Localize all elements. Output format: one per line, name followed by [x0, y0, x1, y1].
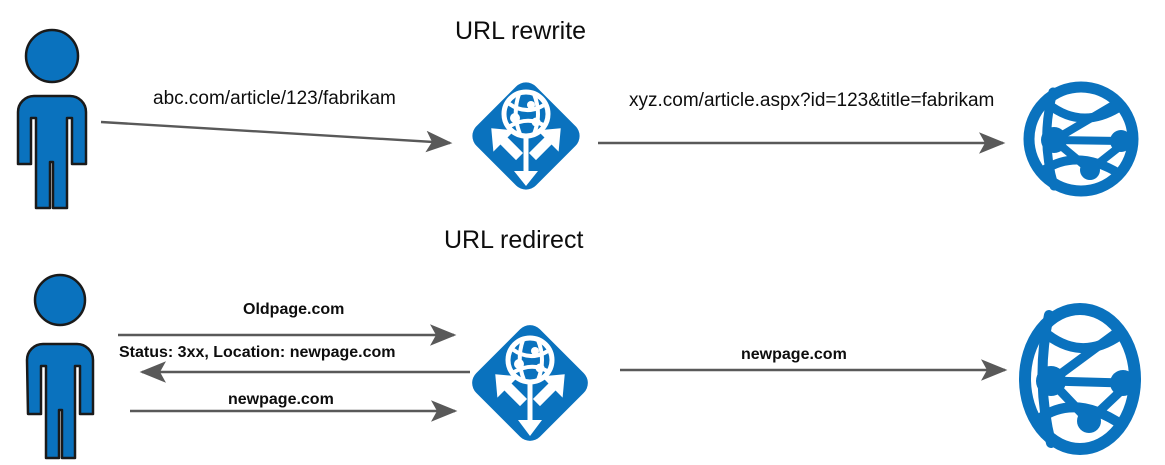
rewrite-target-url-label: xyz.com/article.aspx?id=123&title=fabrik…: [629, 90, 995, 111]
redirect-message-label-4: newpage.com: [741, 346, 847, 363]
redirect-message-label-1: Oldpage.com: [243, 301, 345, 318]
url-rewrite-module-icon-redirect: [463, 298, 597, 465]
arrow-gateway-to-server-redirect: [620, 359, 1020, 381]
person-icon: [6, 27, 106, 210]
arrow-client-to-gateway-newpage: [130, 400, 480, 422]
redirect-message-label-3: newpage.com: [228, 391, 334, 408]
arrow-client-to-gateway-rewrite: [100, 112, 470, 160]
web-globe-icon-redirect: [1013, 297, 1147, 461]
url-rewrite-module-icon: [462, 72, 590, 200]
section-title-url-redirect: URL redirect: [444, 226, 584, 254]
rewrite-request-url-label: abc.com/article/123/fabrikam: [153, 88, 396, 109]
person-icon-redirect: [14, 272, 110, 464]
arrow-gateway-to-server-rewrite: [598, 132, 1018, 155]
section-title-url-rewrite: URL rewrite: [455, 17, 587, 45]
arrow-client-to-gateway-oldpage: [118, 324, 468, 347]
redirect-message-label-2: Status: 3xx, Location: newpage.com: [119, 344, 396, 361]
arrow-gateway-to-client-status: [130, 361, 480, 384]
web-globe-icon: [1018, 78, 1144, 200]
